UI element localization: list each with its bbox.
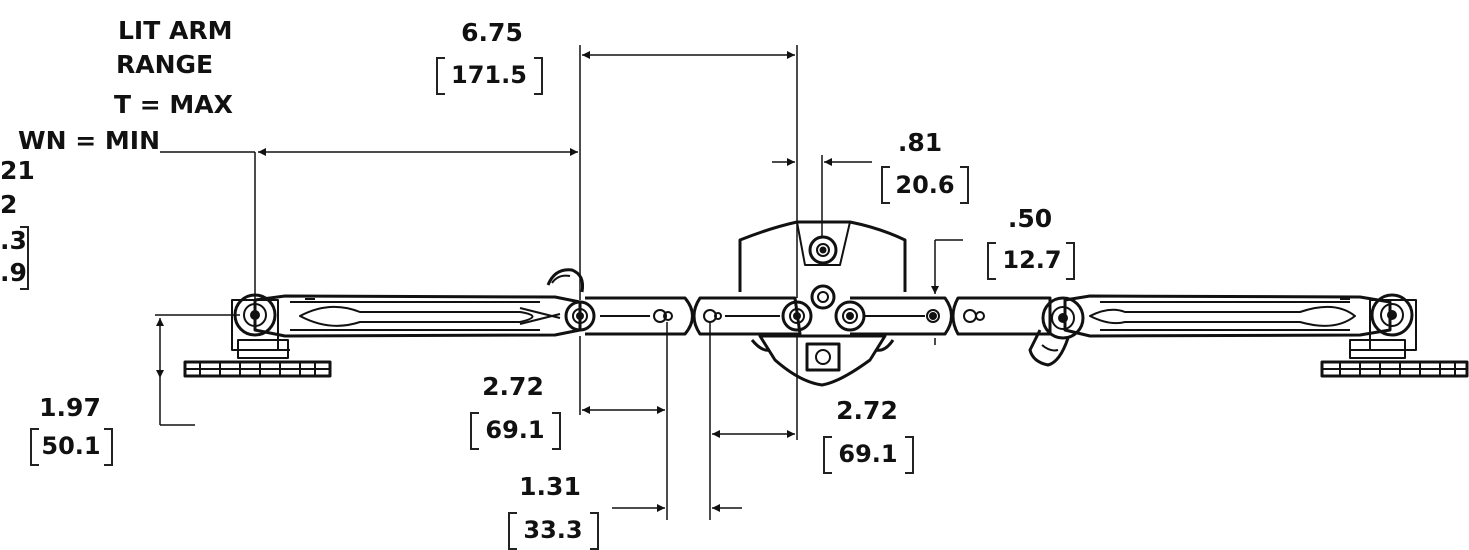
bracket-right [104, 428, 113, 466]
note-line-5: 21 [0, 156, 35, 185]
note-line-6: 2 [0, 190, 18, 219]
bracket-left [470, 412, 479, 450]
right-elbow-joint [1028, 296, 1085, 367]
dimension-lines [155, 45, 963, 520]
dim-272-left-inches: 2.72 [482, 372, 544, 401]
bracket-right [534, 57, 543, 95]
center-link-middle [692, 296, 813, 336]
center-housing [738, 220, 907, 387]
bracket-left [436, 57, 445, 95]
note-line-2: RANGE [116, 50, 214, 79]
bracket-right [960, 166, 969, 204]
note-line-1: LIT ARM [118, 16, 233, 45]
dim-131-inches: 1.31 [519, 472, 581, 501]
note-line-8: .9 [0, 258, 27, 287]
note-line-3: T = MAX [114, 90, 233, 119]
bracket-left [987, 242, 996, 280]
dim-050-inches: .50 [1007, 204, 1053, 233]
note-bracket [20, 226, 29, 290]
note-line-4: WN = MIN [18, 126, 160, 155]
center-link-right [834, 296, 1052, 336]
bracket-right [905, 436, 914, 474]
bracket-left [823, 436, 832, 474]
dim-131-mm: 33.3 [523, 516, 583, 544]
left-arm [253, 294, 582, 338]
dim-675-mm: 171.5 [451, 61, 527, 89]
center-link-left [585, 296, 694, 336]
bracket-left [508, 512, 517, 550]
note-line-7: .3 [0, 226, 27, 255]
bracket-right [590, 512, 599, 550]
bracket-left [881, 166, 890, 204]
bracket-right [552, 412, 561, 450]
dim-272-right-mm: 69.1 [838, 440, 898, 468]
bracket-right [1066, 242, 1075, 280]
dim-675-inches: 6.75 [461, 18, 523, 47]
dim-050-mm: 12.7 [1002, 246, 1062, 274]
dim-081-mm: 20.6 [895, 171, 955, 199]
dim-197-mm: 50.1 [41, 432, 101, 460]
right-arm [1063, 294, 1392, 338]
dim-197-inches: 1.97 [39, 393, 101, 422]
dim-081-inches: .81 [897, 128, 943, 157]
dim-272-right-inches: 2.72 [836, 396, 898, 425]
right-base [1320, 293, 1469, 378]
bracket-left [30, 428, 39, 466]
left-elbow-joint [546, 268, 596, 332]
dim-272-left-mm: 69.1 [485, 416, 545, 444]
